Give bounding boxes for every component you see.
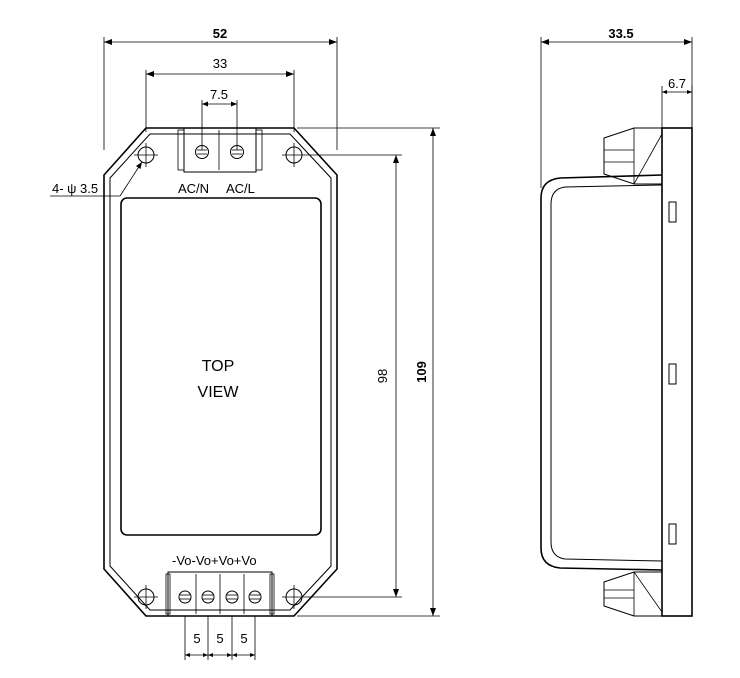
mounting-hole-bottom-right — [282, 585, 306, 609]
input-label-acl: AC/L — [226, 181, 255, 196]
top-body-outline — [103, 127, 338, 617]
side-view: 33.5 6.7 — [540, 26, 693, 617]
dim-hole-spacing: 33 — [145, 56, 295, 132]
top-view-label-2: VIEW — [198, 384, 240, 401]
dim-depth-label: 33.5 — [608, 26, 633, 41]
output-pitch-1: 5 — [193, 631, 200, 646]
dim-output-pitch: 5 5 5 — [184, 616, 256, 660]
hole-note: 4- ψ 3.5 — [50, 161, 143, 197]
side-body-outline — [540, 174, 663, 571]
output-terminal-block — [165, 571, 275, 617]
dim-width-label: 52 — [213, 26, 227, 41]
mounting-hole-top-left — [134, 143, 158, 167]
side-body-inner — [550, 184, 663, 562]
input-label-acn: AC/N — [178, 181, 209, 196]
output-pitch-2: 5 — [216, 631, 223, 646]
dim-height-inner: 98 — [306, 154, 402, 598]
dim-hole-spacing-label: 33 — [213, 56, 227, 71]
dim-flange-label: 6.7 — [668, 76, 686, 91]
dim-width: 52 — [103, 26, 338, 150]
top-body-inner-outline — [109, 133, 332, 611]
output-screw-1 — [178, 590, 192, 604]
hole-note-label: 4- ψ 3.5 — [52, 181, 98, 196]
top-panel — [120, 197, 322, 536]
dim-input-pitch-label: 7.5 — [210, 87, 228, 102]
top-view: 52 33 7.5 — [50, 26, 440, 660]
flange-slot-top — [668, 201, 677, 223]
side-terminal-bottom — [603, 571, 663, 617]
output-screw-3 — [225, 590, 239, 604]
mounting-hole-bottom-left — [134, 585, 158, 609]
dim-height-total: 109 — [297, 127, 440, 617]
output-pitch-3: 5 — [240, 631, 247, 646]
side-terminal-top — [603, 127, 663, 185]
output-screw-4 — [248, 590, 262, 604]
mounting-holes — [134, 143, 306, 609]
output-labels: -Vo-Vo+Vo+Vo — [172, 553, 257, 568]
dim-depth: 33.5 — [540, 26, 693, 188]
flange-slot-middle — [668, 363, 677, 385]
side-flange-plate — [661, 127, 693, 617]
input-terminal-block — [177, 127, 263, 173]
input-screw-l — [230, 145, 244, 159]
top-view-label-1: TOP — [202, 358, 235, 375]
input-screw-n — [195, 145, 209, 159]
flange-slot-bottom — [668, 523, 677, 545]
dim-input-pitch: 7.5 — [201, 87, 238, 150]
dim-height-inner-label: 98 — [375, 369, 390, 383]
output-screw-2 — [201, 590, 215, 604]
dim-height-total-label: 109 — [414, 361, 429, 383]
mounting-hole-top-right — [282, 143, 306, 167]
dim-flange: 6.7 — [661, 76, 693, 128]
